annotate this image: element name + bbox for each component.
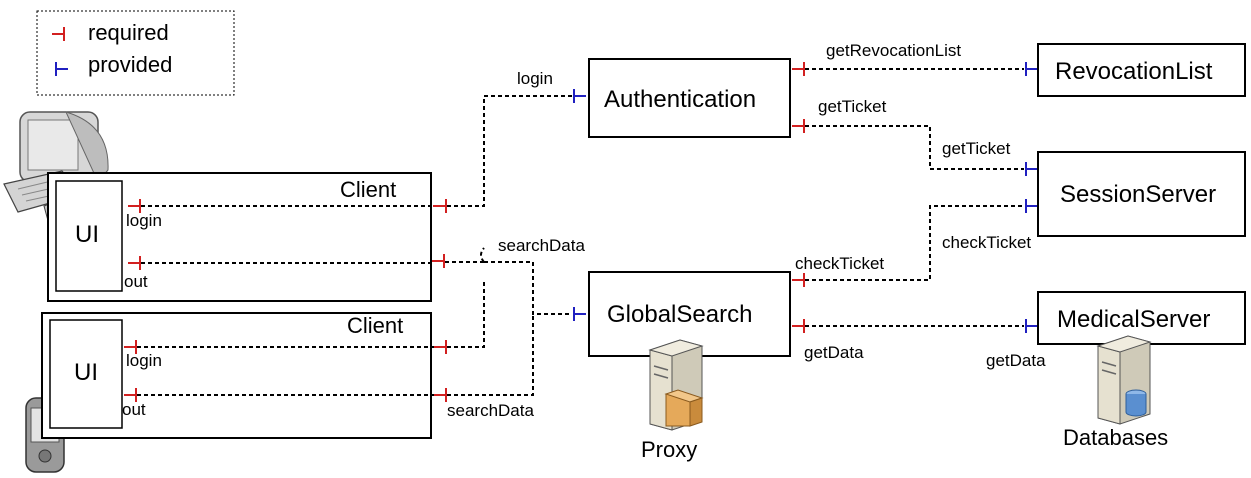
revocation-list-provided-port	[1025, 62, 1037, 76]
authentication-ticket-required-port	[792, 119, 805, 133]
legend: required provided	[36, 10, 235, 96]
revocation-list-component: RevocationList	[1037, 43, 1246, 97]
get-data-connector: getData getData	[792, 319, 1046, 370]
global-search-provided-port	[573, 307, 586, 321]
revocation-list-label: RevocationList	[1055, 58, 1213, 85]
client-2-out-required-port	[124, 388, 137, 402]
legend-required-label: required	[88, 20, 169, 45]
session-server-label: SessionServer	[1060, 181, 1216, 208]
client-2-login-port-label: login	[126, 351, 162, 370]
client-1-title: Client	[340, 177, 396, 202]
provided-symbol-icon	[55, 62, 68, 76]
client-2-title: Client	[347, 313, 403, 338]
session-server-ticket-provided-port	[1025, 162, 1037, 176]
client-2: Client UI login out	[41, 312, 447, 439]
get-data-medical-label: getData	[986, 351, 1046, 370]
client-2-out-port-label: out	[122, 400, 146, 419]
database-server-icon	[1096, 335, 1152, 425]
client-1-out-port-label: out	[124, 272, 148, 291]
proxy-label: Proxy	[641, 437, 697, 462]
client-1-login-required-port	[128, 199, 141, 213]
medical-server-label: MedicalServer	[1057, 306, 1210, 333]
get-revocation-list-label: getRevocationList	[826, 41, 961, 60]
databases-label: Databases	[1063, 425, 1168, 450]
check-ticket-session-label: checkTicket	[942, 233, 1031, 252]
client-1: Client UI login out	[47, 172, 447, 302]
medical-server-component: MedicalServer	[1037, 291, 1246, 345]
client-2-login-required-port	[124, 340, 137, 354]
client-1-ui-label: UI	[75, 221, 99, 248]
client-1-out-boundary-port	[432, 254, 445, 268]
global-search-ticket-required-port	[792, 273, 805, 287]
server-icon	[648, 339, 704, 431]
check-ticket-connector: checkTicket checkTicket	[792, 199, 1037, 287]
global-search-label: GlobalSearch	[607, 301, 752, 328]
get-revocation-list-connector: getRevocationList	[792, 41, 1037, 76]
login-connector: login	[447, 69, 586, 348]
client-1-login-port-label: login	[126, 211, 162, 230]
search-data-connector: searchData searchData	[445, 236, 586, 420]
search-data-top-label: searchData	[498, 236, 585, 255]
get-data-global-label: getData	[804, 343, 864, 362]
global-search-component: GlobalSearch	[588, 271, 791, 357]
medical-server-data-provided-port	[1025, 319, 1037, 333]
get-ticket-auth-label: getTicket	[818, 97, 887, 116]
client-2-out-boundary-port	[434, 388, 447, 402]
search-data-bottom-label: searchData	[447, 401, 534, 420]
client-1-login-boundary-port	[433, 199, 447, 213]
check-ticket-global-label: checkTicket	[795, 254, 884, 273]
client-1-out-required-port	[128, 256, 141, 270]
authentication-component: Authentication	[588, 58, 791, 138]
legend-provided-label: provided	[88, 52, 172, 77]
client-2-login-boundary-port	[434, 340, 447, 354]
authentication-revocation-required-port	[792, 62, 805, 76]
authentication-label: Authentication	[604, 86, 756, 113]
global-search-data-required-port	[792, 319, 805, 333]
get-ticket-session-label: getTicket	[942, 139, 1011, 158]
get-ticket-connector: getTicket getTicket	[792, 97, 1037, 176]
client-2-ui-label: UI	[74, 359, 98, 386]
login-connector-label: login	[517, 69, 553, 88]
required-symbol-icon	[52, 27, 65, 41]
session-server-check-provided-port	[1025, 199, 1037, 213]
session-server-component: SessionServer	[1037, 151, 1246, 237]
authentication-login-provided-port	[573, 89, 586, 103]
